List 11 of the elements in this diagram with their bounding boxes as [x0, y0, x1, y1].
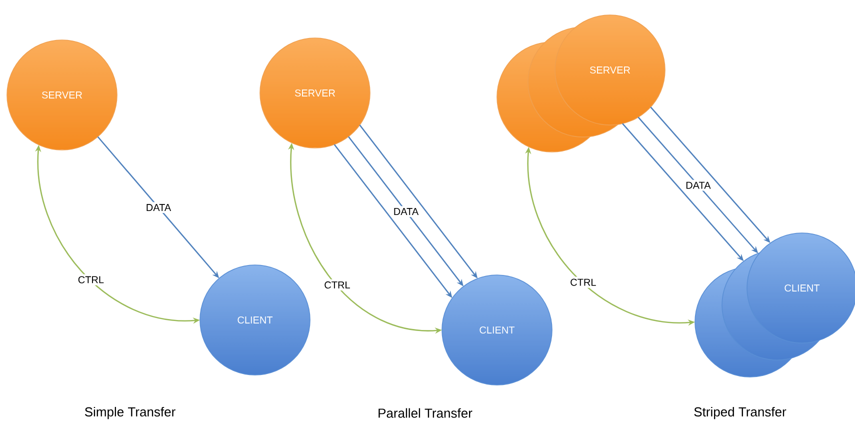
server-circle-stack: SERVER	[496, 14, 666, 152]
caption: Parallel Transfer	[378, 408, 472, 418]
edge-label: DATA	[391, 206, 421, 217]
caption: Simple Transfer	[84, 406, 176, 420]
edge-label: CTRL	[322, 279, 352, 291]
client-circle-stack: CLIENT	[694, 232, 855, 378]
edge-label: CTRL	[76, 274, 106, 286]
edge-label: CTRL	[568, 276, 598, 288]
edge-label: DATA	[684, 180, 713, 191]
caption: Striped Transfer	[694, 406, 786, 420]
edge-label: DATA	[144, 202, 174, 213]
